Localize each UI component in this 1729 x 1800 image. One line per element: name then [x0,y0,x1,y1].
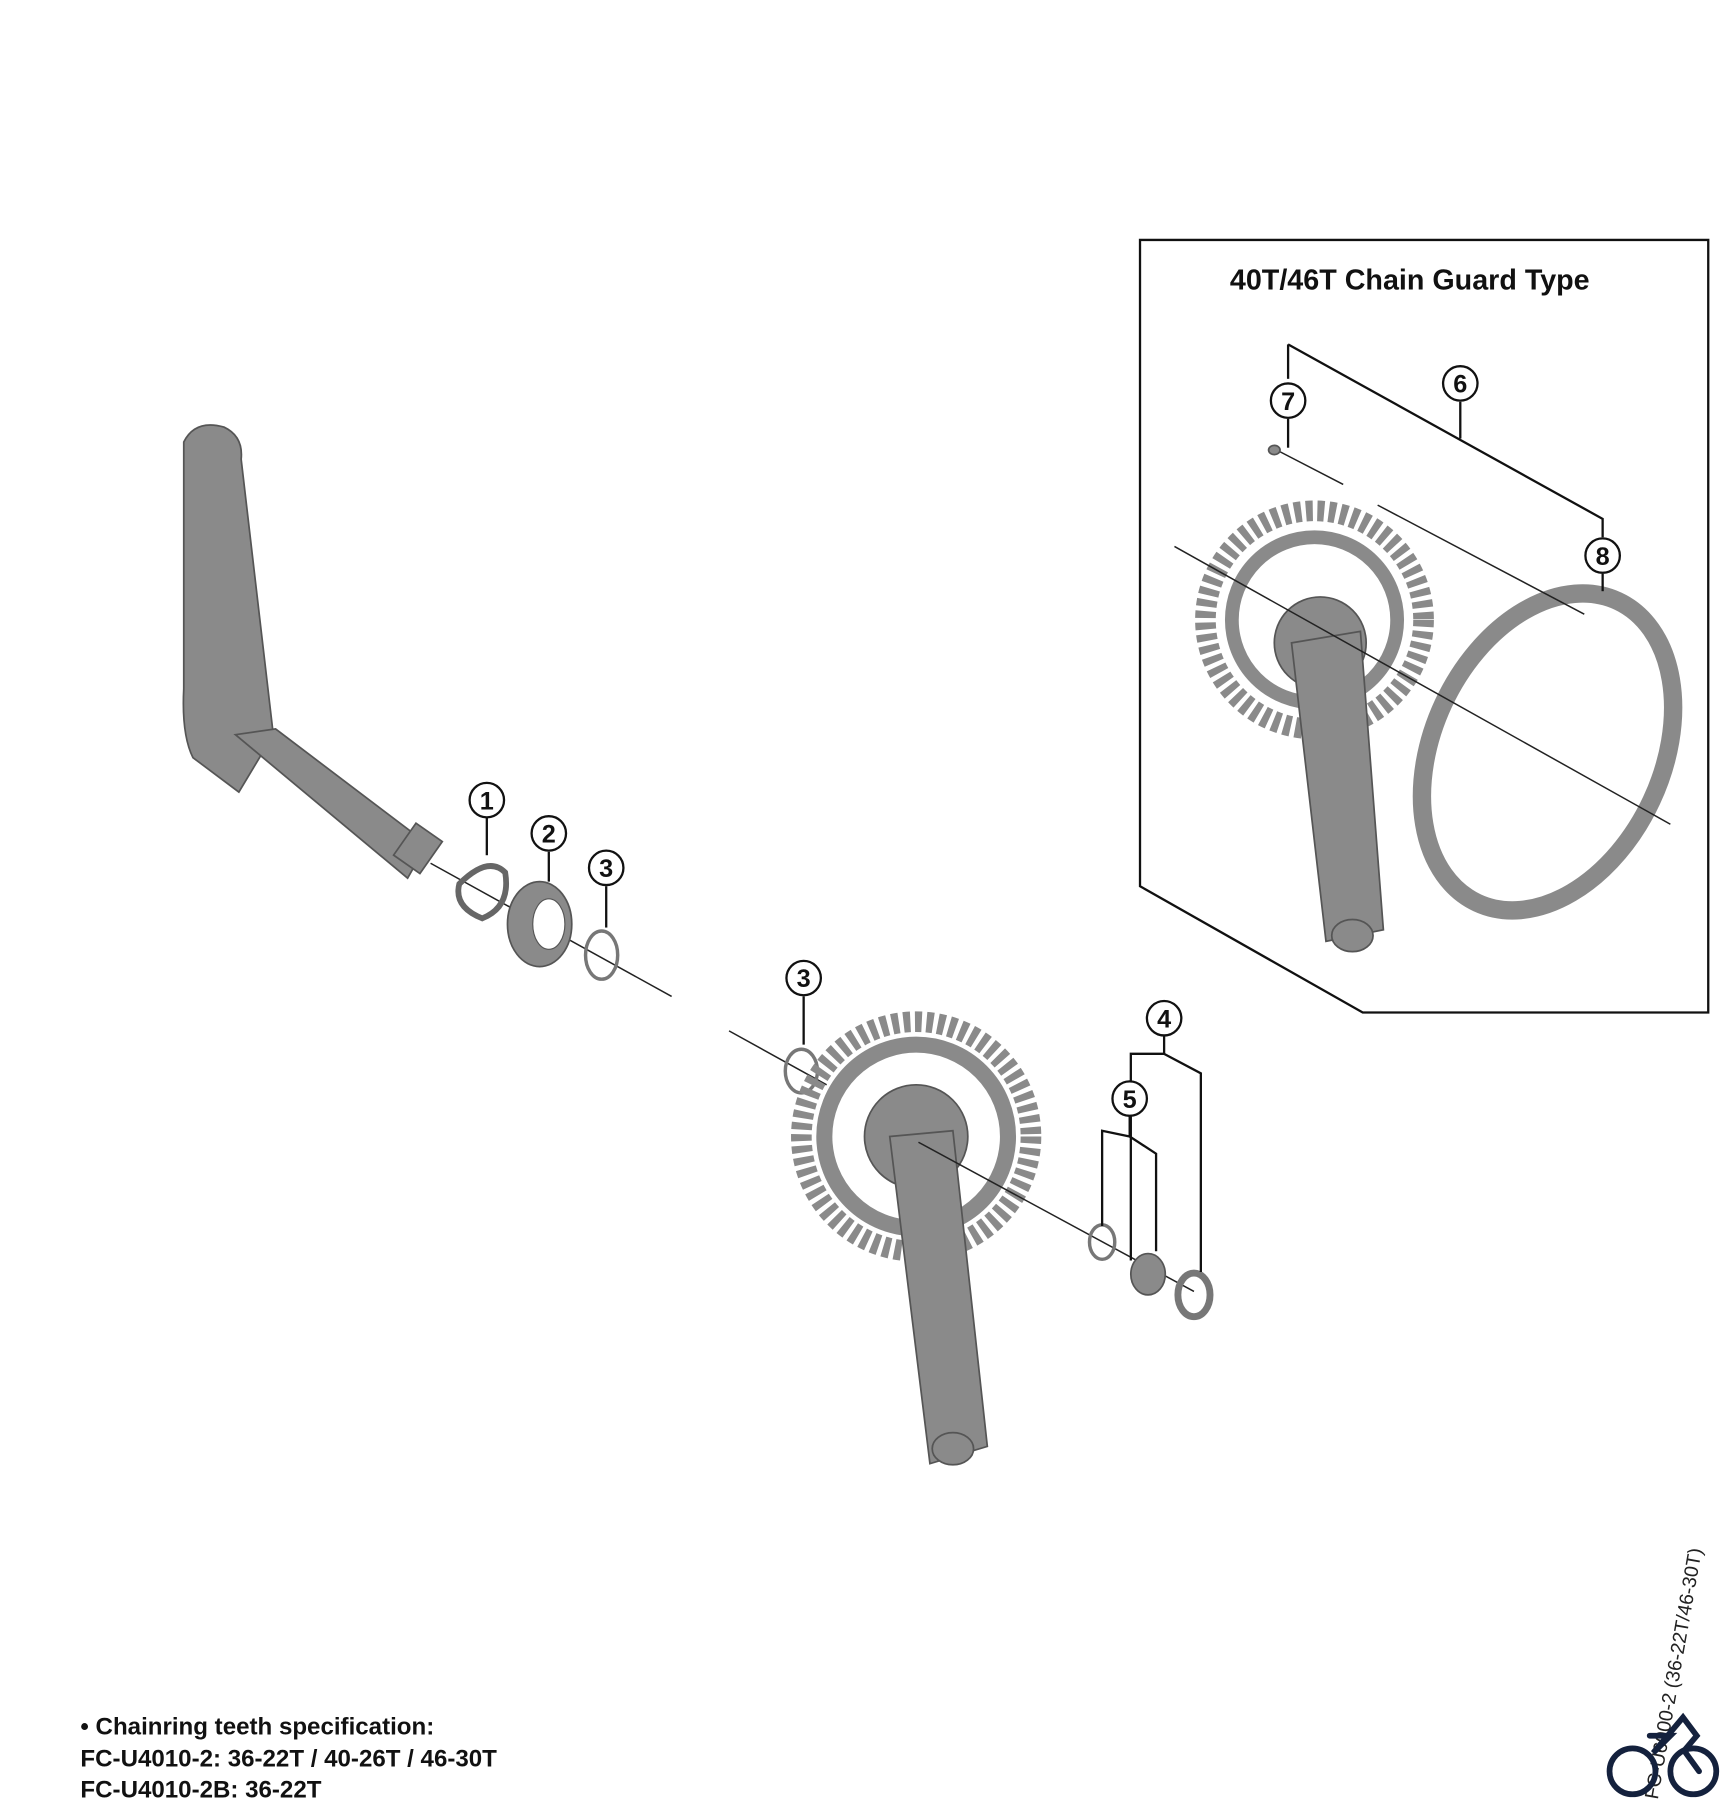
callout-3b: 3 [785,959,823,997]
o-ring [583,929,620,981]
callout-5: 5 [1111,1080,1149,1117]
guard-bolt [1267,444,1281,456]
callout-1: 1 [468,781,506,819]
svg-text:7: 7 [1281,388,1295,416]
spec-line: FC-U4010-2B: 36-22T [80,1777,321,1800]
svg-text:2: 2 [542,821,556,849]
wave-washer [455,863,509,922]
spec-line: FC-U4010-2: 36-22T / 40-26T / 46-30T [80,1746,497,1773]
svg-text:6: 6 [1453,371,1467,399]
svg-text:3: 3 [797,965,811,993]
washer [1174,1269,1214,1321]
spec-heading: • Chainring teeth specification: [80,1714,434,1741]
chain-guard [1412,584,1683,920]
inset-crank-chainring [1195,500,1434,953]
leader-lines [485,343,1604,1272]
left-crank-arm [182,424,444,880]
callout-4: 4 [1145,999,1183,1037]
crank-bolt [1129,1252,1167,1296]
svg-text:8: 8 [1596,543,1610,571]
inset-frame [1138,238,1710,1014]
svg-text:1: 1 [480,787,494,815]
callout-7: 7 [1269,382,1307,420]
callout-3: 3 [587,849,625,887]
bicycle-logo-icon [1606,1712,1720,1798]
inset-title: 40T/46T Chain Guard Type [1230,264,1590,296]
svg-text:3: 3 [599,855,613,883]
svg-text:5: 5 [1123,1086,1137,1114]
callout-2: 2 [530,815,568,852]
bearing [506,880,573,968]
right-crank-chainring [791,1011,1042,1466]
callout-8: 8 [1584,537,1622,574]
callout-6: 6 [1441,365,1479,402]
svg-text:4: 4 [1157,1005,1171,1033]
